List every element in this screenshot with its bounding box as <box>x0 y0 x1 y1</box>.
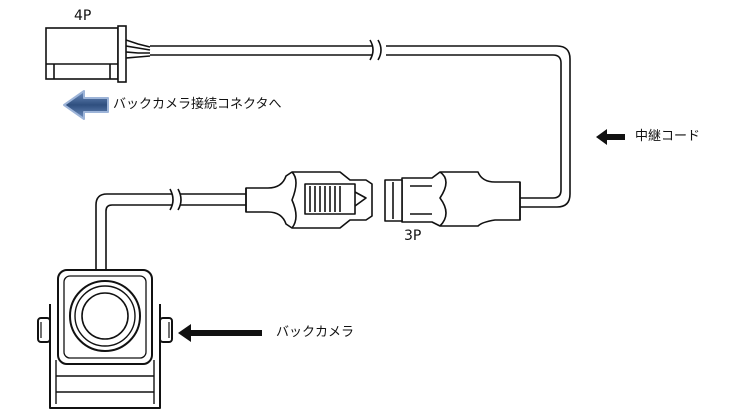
backcamera-illustration <box>37 269 173 409</box>
connector-3p <box>384 171 521 227</box>
backcamera-arrow-icon <box>178 324 262 342</box>
relay-cord-arrow-icon <box>596 129 625 145</box>
camera-side-connector <box>245 171 373 229</box>
relay-cord <box>150 39 571 208</box>
label-connector-3p: 3P <box>404 228 422 244</box>
blue-left-arrow-icon <box>63 90 109 120</box>
label-backcamera: バックカメラ <box>276 325 355 340</box>
label-backcamera-connector: バックカメラ接続コネクタへ <box>113 97 282 112</box>
label-connector-4p: 4P <box>74 8 92 24</box>
connector-4p <box>45 25 151 83</box>
camera-cable <box>95 188 246 272</box>
label-relay-cord: 中継コード <box>635 129 701 144</box>
